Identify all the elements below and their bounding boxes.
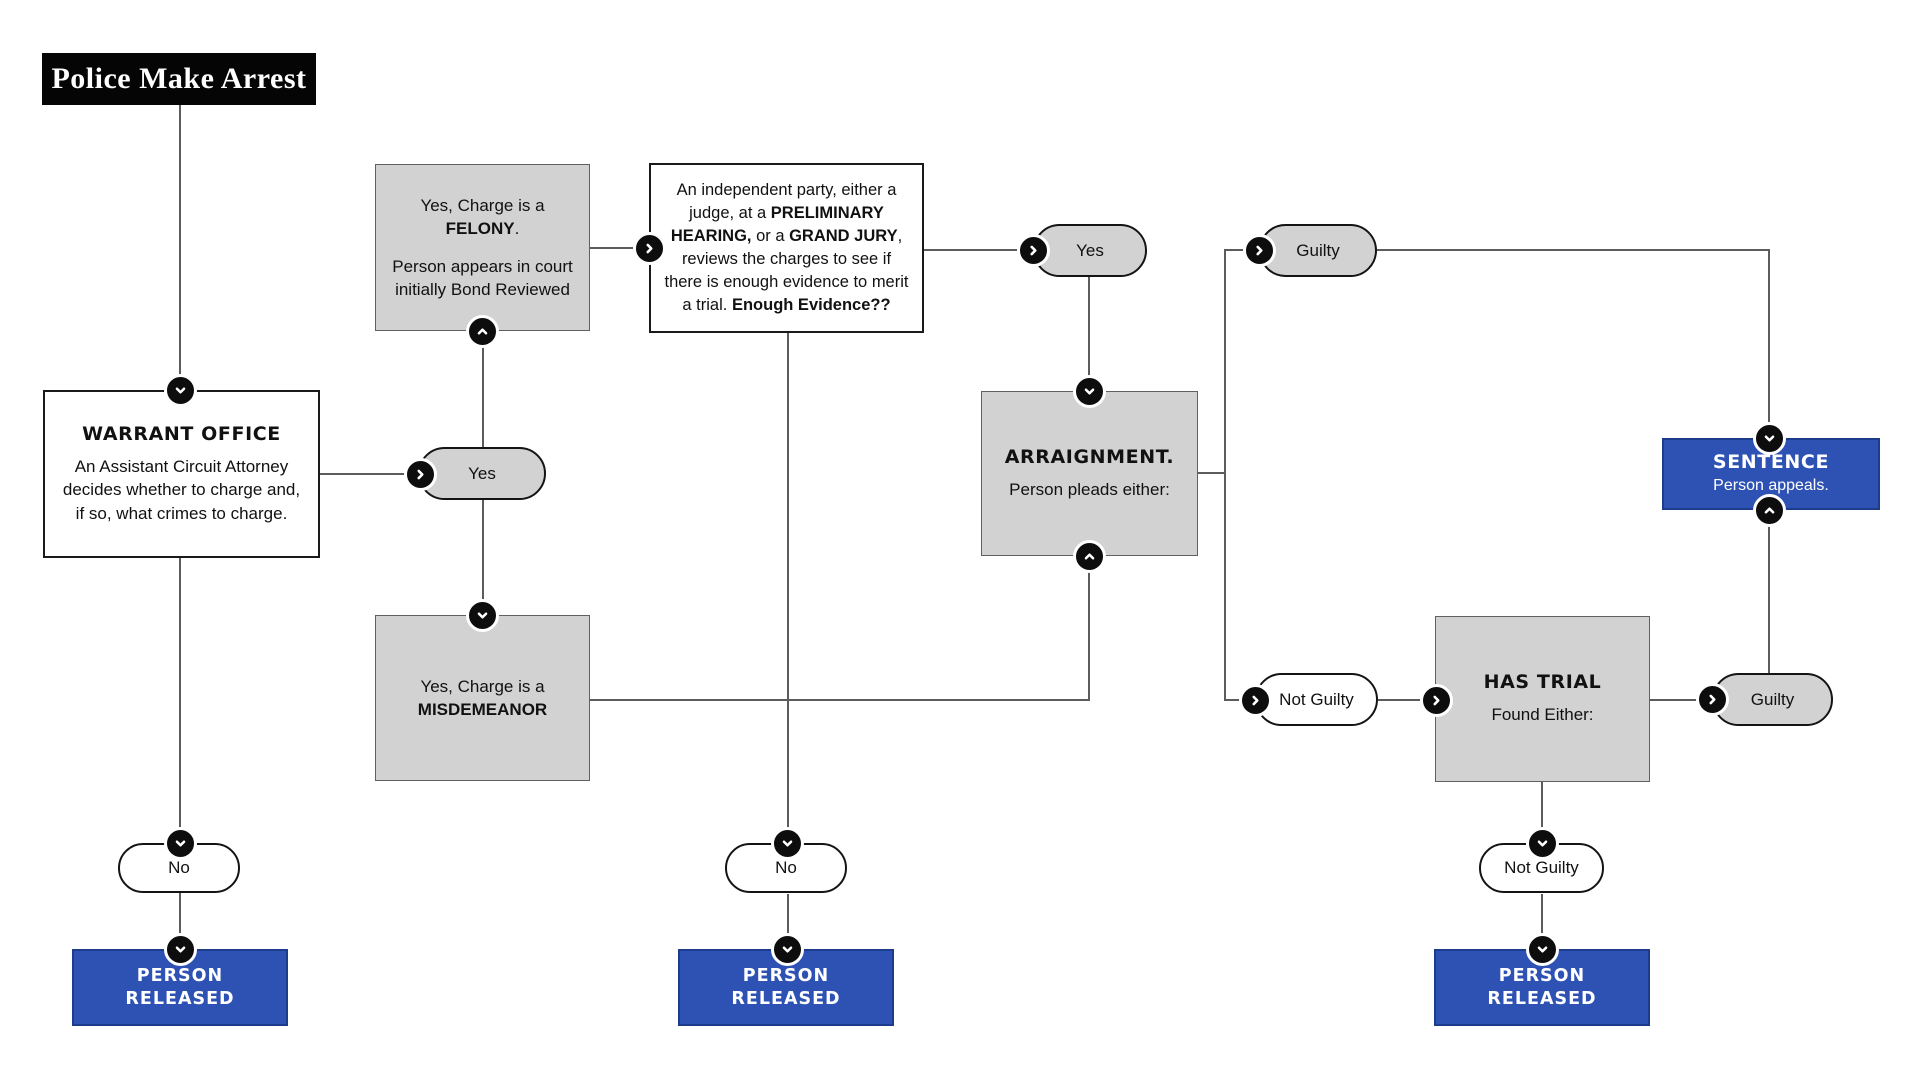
chevron-down-icon — [1526, 933, 1559, 966]
connector-line — [179, 105, 181, 390]
sentence-body: Person appeals. — [1713, 477, 1829, 495]
connector-line — [1088, 556, 1090, 701]
arraignment-body: Person pleads either: — [1009, 479, 1170, 499]
connector-line — [1088, 277, 1090, 392]
chevron-down-icon — [164, 933, 197, 966]
connector-line — [924, 249, 1034, 251]
connector-line — [320, 473, 420, 475]
connector-line — [179, 558, 181, 845]
felony-line: Yes, Charge is a FELONY. — [420, 196, 545, 239]
chevron-down-icon — [164, 827, 197, 860]
not-guilty-pill: Not Guilty — [1255, 673, 1378, 726]
chevron-down-icon — [771, 933, 804, 966]
chevron-down-icon — [164, 374, 197, 407]
felony-body: Person appears in court initially Bond R… — [392, 256, 573, 299]
felony-node: Yes, Charge is a FELONY. Person appears … — [375, 164, 590, 331]
chevron-down-icon — [1073, 375, 1106, 408]
connector-line — [1224, 249, 1260, 251]
police-make-arrest-label: Police Make Arrest — [51, 62, 307, 95]
connector-line — [1768, 249, 1770, 439]
chevron-up-icon — [466, 315, 499, 348]
connector-line — [1541, 894, 1543, 950]
chevron-down-icon — [1753, 422, 1786, 455]
guilty-pill: Guilty — [1712, 673, 1833, 726]
connector-line — [1541, 782, 1543, 845]
police-make-arrest-node: Police Make Arrest — [42, 53, 316, 105]
connector-line — [482, 500, 484, 616]
has-trial-body: Found Either: — [1491, 705, 1594, 725]
arraignment-heading: ARRAIGNMENT. — [1004, 445, 1175, 468]
chevron-up-icon — [1073, 540, 1106, 573]
guilty-pill: Guilty — [1259, 224, 1377, 277]
connector-line — [1650, 699, 1712, 701]
chevron-right-icon — [404, 458, 437, 491]
arraignment-node: ARRAIGNMENT. Person pleads either: — [981, 391, 1198, 556]
connector-line — [1377, 249, 1770, 251]
chevron-right-icon — [1017, 234, 1050, 267]
connector-line — [179, 893, 181, 950]
connector-line — [590, 247, 650, 249]
preliminary-hearing-body: An independent party, either a judge, at… — [664, 180, 909, 315]
chevron-down-icon — [1526, 827, 1559, 860]
warrant-office-node: WARRANT OFFICE An Assistant Circuit Atto… — [43, 390, 320, 558]
warrant-office-body: An Assistant Circuit Attorney decides wh… — [62, 457, 301, 523]
chevron-right-icon — [1239, 684, 1272, 717]
preliminary-hearing-node: An independent party, either a judge, at… — [649, 163, 924, 333]
connector-line — [1224, 249, 1226, 701]
connector-line — [787, 894, 789, 950]
connector-line — [787, 333, 789, 845]
warrant-office-heading: WARRANT OFFICE — [82, 423, 281, 446]
has-trial-node: HAS TRIAL Found Either: — [1435, 616, 1650, 782]
chevron-right-icon — [1420, 684, 1453, 717]
connector-line — [1198, 472, 1226, 474]
chevron-right-icon — [1243, 234, 1276, 267]
yes-pill: Yes — [1033, 224, 1147, 277]
yes-pill: Yes — [418, 447, 546, 500]
connector-line — [482, 331, 484, 447]
connector-line — [1378, 699, 1437, 701]
chevron-down-icon — [771, 827, 804, 860]
chevron-right-icon — [1696, 683, 1729, 716]
sentence-heading: SENTENCE — [1712, 451, 1830, 474]
chevron-right-icon — [633, 232, 666, 265]
has-trial-heading: HAS TRIAL — [1483, 671, 1602, 694]
chevron-down-icon — [466, 599, 499, 632]
connector-line — [590, 699, 1090, 701]
chevron-up-icon — [1753, 494, 1786, 527]
connector-line — [1768, 510, 1770, 674]
